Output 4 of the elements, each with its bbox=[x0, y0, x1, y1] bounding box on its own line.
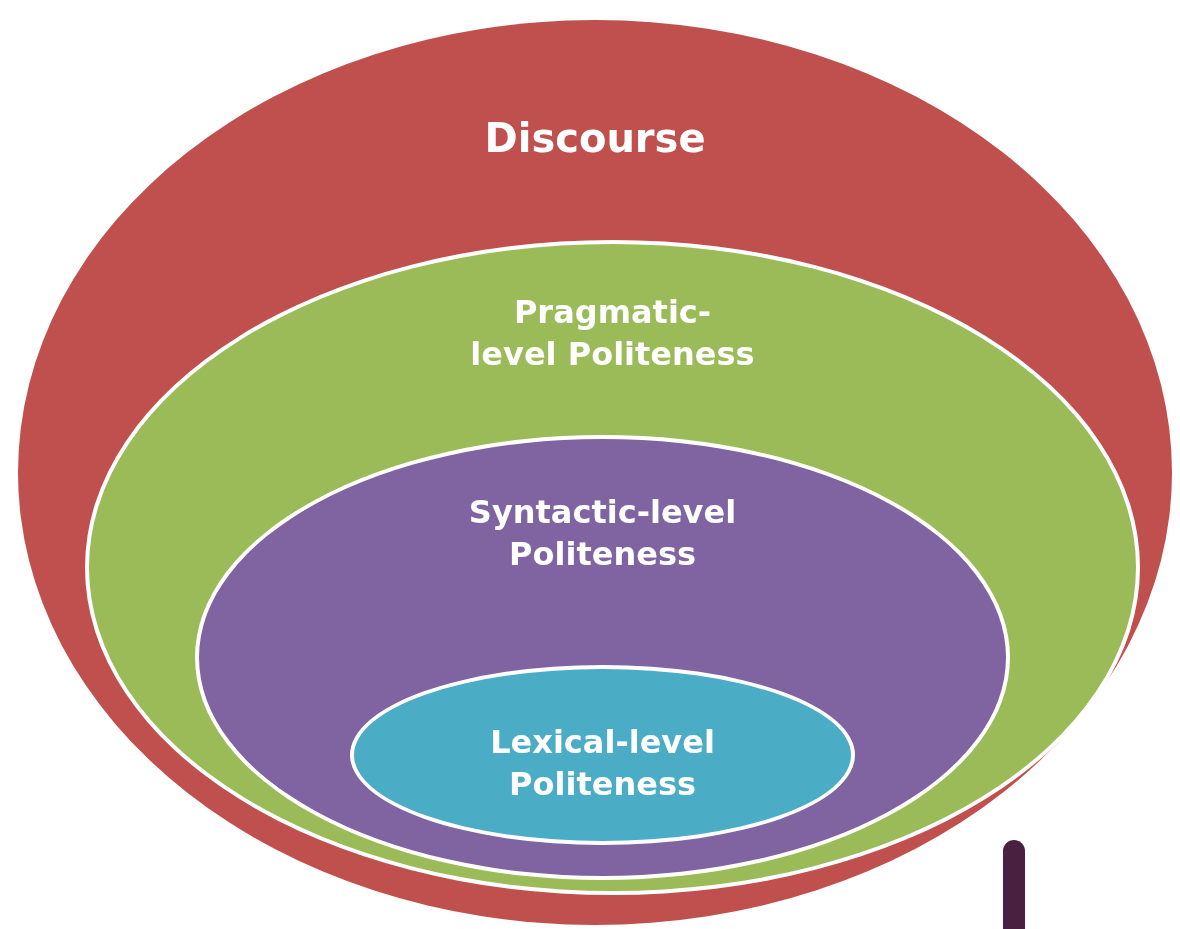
ellipse-label: Pragmatic- level Politeness bbox=[469, 292, 756, 375]
ellipse-label: Lexical-level Politeness bbox=[489, 722, 716, 805]
ellipse-label: Discourse bbox=[483, 114, 707, 163]
ellipse-label: Syntactic-level Politeness bbox=[467, 492, 738, 575]
